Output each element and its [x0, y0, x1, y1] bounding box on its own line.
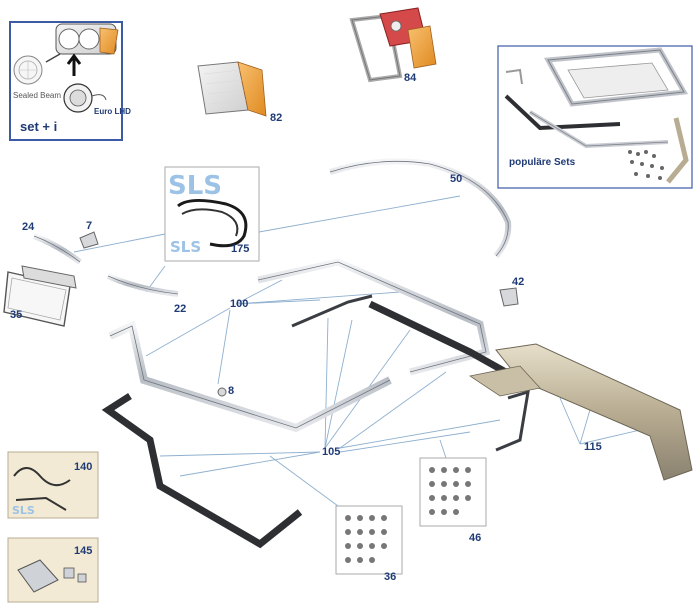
clip-8[interactable] — [217, 387, 227, 397]
part-number-100: 100 — [230, 298, 248, 310]
part-number-7: 7 — [86, 220, 92, 232]
euro-lamp-icon — [63, 83, 107, 113]
leader-lines — [73, 195, 641, 507]
trim-strip-22[interactable] — [106, 273, 179, 297]
inset-145[interactable] — [7, 537, 99, 603]
part-number-35: 35 — [10, 309, 22, 321]
inset-140-logo: SLS — [12, 504, 35, 517]
part-number-84: 84 — [404, 72, 417, 84]
clip-set-46[interactable] — [419, 457, 487, 527]
part-number-115: 115 — [584, 441, 602, 453]
bumper-115[interactable] — [468, 343, 693, 481]
part-number-145: 145 — [74, 545, 92, 557]
license-plate-holder-35[interactable] — [3, 265, 77, 327]
part-number-24: 24 — [22, 221, 35, 233]
sealed-beam-lamp-icon — [13, 55, 43, 85]
popular-sets-inset[interactable]: populäre Sets — [497, 45, 693, 189]
arrow-to-sealed-icon — [45, 53, 61, 63]
seal-loop-outer — [177, 199, 248, 248]
part-number-36: 36 — [384, 571, 396, 583]
inset-140[interactable]: SLS — [7, 451, 99, 519]
popular-sets-label: populäre Sets — [509, 157, 576, 168]
up-arrow-icon — [66, 53, 82, 76]
sets-trim-drawing — [504, 47, 689, 184]
headlight-inset[interactable]: Sealed Beam Euro LHD set + i — [9, 21, 131, 141]
part-number-175: 175 — [231, 243, 249, 255]
sealed-beam-label: Sealed Beam — [13, 91, 61, 100]
headlight-assembly-84[interactable] — [349, 7, 437, 83]
euro-lhd-label: Euro LHD — [94, 107, 131, 116]
sls-logo-top: SLS — [168, 171, 222, 201]
part-number-140: 140 — [74, 461, 92, 473]
part-number-42: 42 — [512, 276, 524, 288]
roof-trim-strip-50[interactable] — [329, 158, 512, 258]
clip-set-36[interactable] — [335, 505, 403, 575]
clip-42[interactable] — [499, 287, 519, 307]
part-number-46: 46 — [469, 532, 481, 544]
part-number-50: 50 — [450, 173, 462, 185]
seal-loop-inner — [181, 208, 239, 237]
chrome-frame-100[interactable] — [108, 258, 491, 433]
lamp-unit-82[interactable] — [197, 61, 267, 117]
sls-seal-kit-inset[interactable]: SLS SLS 175 — [164, 166, 260, 262]
sls-logo-bottom: SLS — [170, 238, 201, 256]
trim-piece-24[interactable] — [32, 233, 82, 265]
set-info-label[interactable]: set + i — [20, 119, 57, 134]
part-number-22: 22 — [174, 303, 186, 315]
part-number-8: 8 — [228, 385, 234, 397]
part-number-82: 82 — [270, 112, 282, 124]
part-number-105: 105 — [322, 446, 340, 458]
clip-7[interactable] — [79, 231, 99, 249]
twin-headlight-icon — [55, 23, 119, 55]
